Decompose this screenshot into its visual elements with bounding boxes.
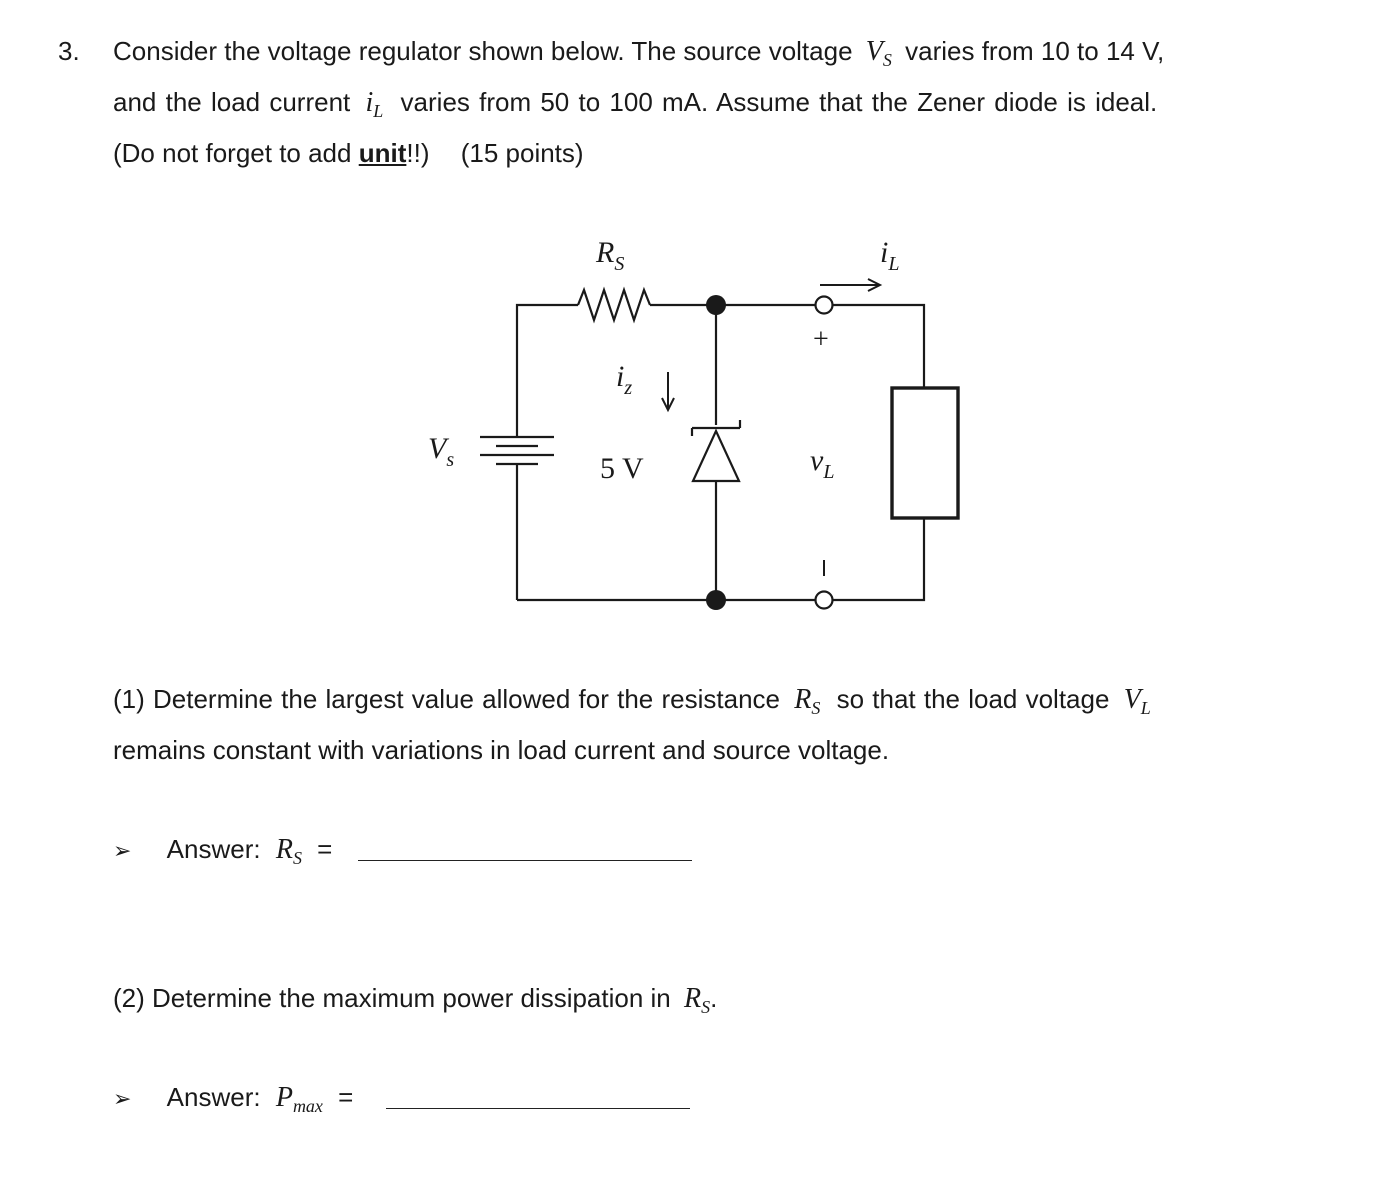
question-text: Consider the voltage regulator shown bel… xyxy=(113,36,853,66)
var-rs-sub: S xyxy=(701,997,711,1017)
part1-line-2: remains constant with variations in load… xyxy=(113,735,890,765)
iz-label: iz xyxy=(616,360,632,399)
var-rs-sub: S xyxy=(811,698,821,718)
part2-line-1: (2) Determine the maximum power dissipat… xyxy=(113,983,718,1017)
answer-blank-rs[interactable] xyxy=(358,860,692,861)
node-top xyxy=(706,295,726,315)
question-text: and the load current xyxy=(113,87,351,117)
answer-label: Answer: xyxy=(166,834,261,864)
unit-emphasis: unit xyxy=(358,138,407,168)
var-vl-sub: L xyxy=(1140,698,1151,718)
vl-label: vL xyxy=(810,444,834,483)
question-number: 3. xyxy=(58,36,80,66)
wire-load-bottom xyxy=(833,518,926,602)
battery-gap xyxy=(508,432,526,472)
answer-label: Answer: xyxy=(166,1082,261,1112)
answer-var-sub: max xyxy=(292,1096,323,1116)
part2-text: (2) Determine the maximum power dissipat… xyxy=(113,983,671,1013)
iz-arrow xyxy=(661,372,675,413)
question-text: varies from 10 to 14 V, xyxy=(905,36,1165,66)
zener-bar xyxy=(690,420,742,436)
part1-text: so that the load voltage xyxy=(836,684,1110,714)
answer-blank-pmax[interactable] xyxy=(386,1108,690,1109)
question-line-3: (Do not forget to add unit!!) (15 points… xyxy=(113,138,584,169)
points-label: (15 points) xyxy=(460,138,584,168)
equals-sign: = xyxy=(338,1082,354,1112)
question-text: varies from 50 to 100 mA. Assume that th… xyxy=(400,87,1158,117)
resistor-rs xyxy=(576,286,652,324)
answer-var-sub: S xyxy=(292,848,302,868)
var-il: i xyxy=(365,87,374,118)
part1-line-1: (1) Determine the largest value allowed … xyxy=(113,684,1151,718)
question-line-2: and the load current iL varies from 50 t… xyxy=(113,87,1158,121)
part1-text: (1) Determine the largest value allowed … xyxy=(113,684,780,714)
bullet-icon: ➢ xyxy=(113,839,132,864)
terminal-minus xyxy=(814,590,834,610)
il-arrow xyxy=(820,278,883,292)
answer-var: R xyxy=(275,834,293,865)
var-rs: R xyxy=(794,684,812,715)
zener-triangle xyxy=(691,428,741,483)
plus-label: + xyxy=(813,324,829,355)
il-label: iL xyxy=(880,236,899,275)
part1-answer: ➢ Answer: RS = xyxy=(113,834,333,868)
question-text: (Do not forget to add xyxy=(113,138,352,168)
bullet-icon: ➢ xyxy=(113,1087,132,1112)
vs-label: Vs xyxy=(428,432,454,471)
equals-sign: = xyxy=(317,834,333,864)
question-text: !!) xyxy=(406,138,430,168)
var-vl: V xyxy=(1123,684,1141,715)
load-box xyxy=(890,386,960,520)
part2-answer: ➢ Answer: Pmax = xyxy=(113,1082,354,1116)
var-vs-sub: S xyxy=(882,50,892,70)
rs-label: RS xyxy=(595,236,624,275)
var-vs: V xyxy=(865,36,883,67)
node-bottom xyxy=(706,590,726,610)
terminal-plus xyxy=(814,295,834,315)
question-line-1: Consider the voltage regulator shown bel… xyxy=(113,36,1165,70)
zener-voltage-label: 5 V xyxy=(600,452,644,485)
wire-top-left xyxy=(515,303,578,600)
answer-var: P xyxy=(275,1082,293,1113)
var-rs: R xyxy=(684,983,702,1014)
period: . xyxy=(710,983,718,1013)
var-il-sub: L xyxy=(373,101,384,121)
wire-top-right-b xyxy=(833,303,926,388)
